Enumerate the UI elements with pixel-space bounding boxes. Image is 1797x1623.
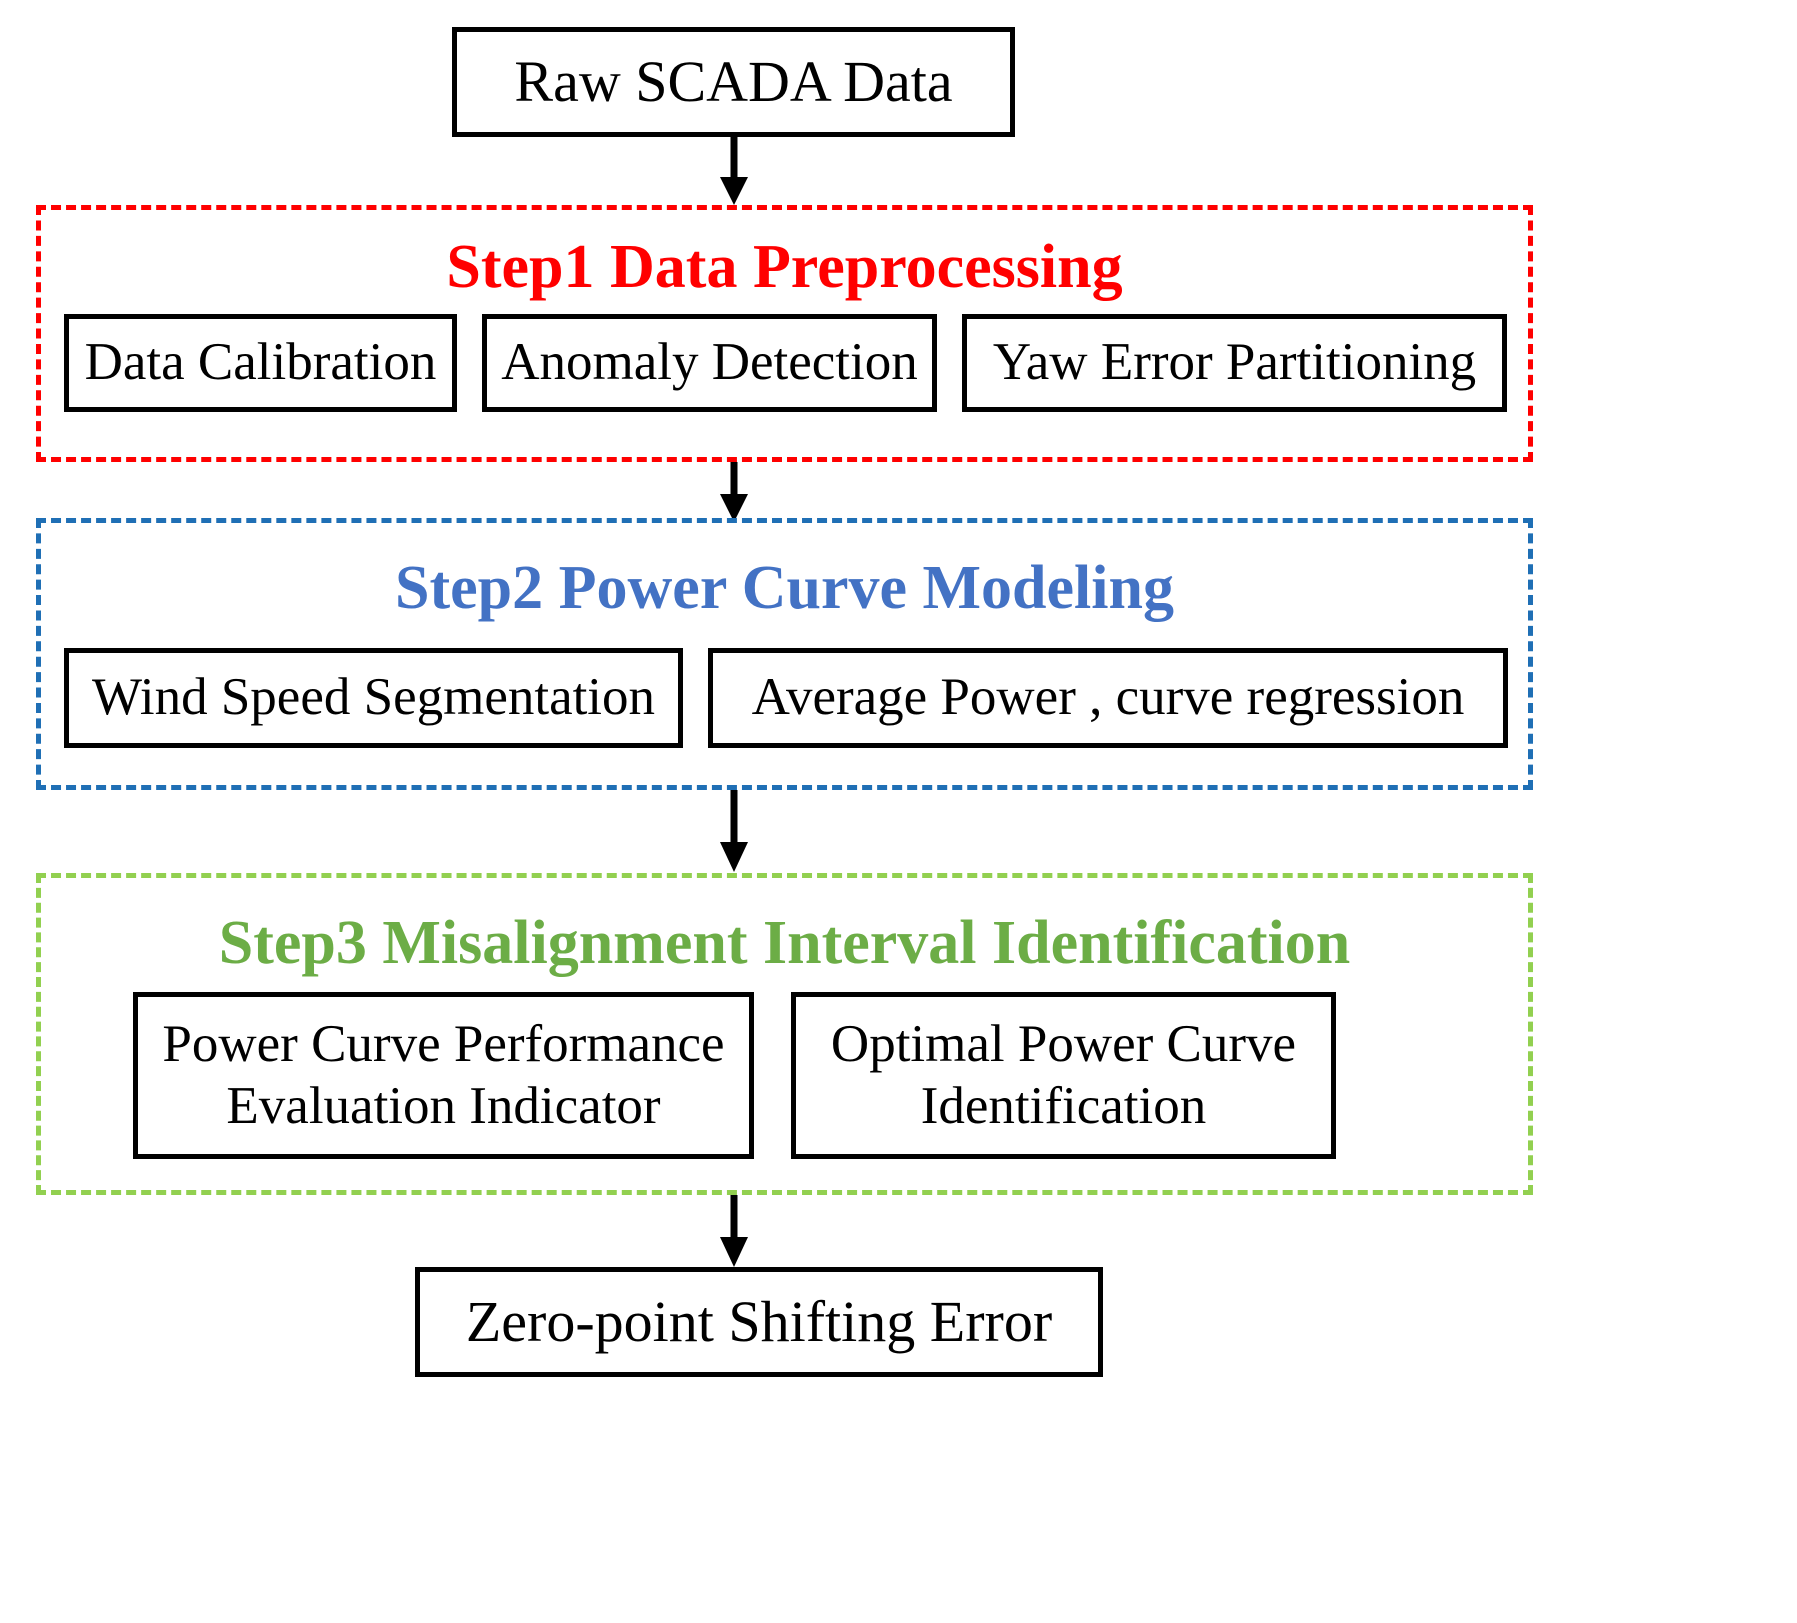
step1-box-anomaly-detection-label: Anomaly Detection xyxy=(501,333,918,392)
step1-box-data-calibration: Data Calibration xyxy=(64,314,457,412)
step3-box-optimal-power-curve-identification-label: Optimal Power Curve Identification xyxy=(830,1015,1297,1135)
step-group-step2: Step2 Power Curve Modeling Wind Speed Se… xyxy=(36,518,1533,790)
step1-box-data-calibration-label: Data Calibration xyxy=(84,333,437,392)
arrow-step3-to-result xyxy=(716,1195,752,1267)
step2-box-wind-speed-segmentation: Wind Speed Segmentation xyxy=(64,648,683,748)
node-zero-point-shifting-error-label: Zero-point Shifting Error xyxy=(465,1289,1053,1355)
arrow-step1-to-step2 xyxy=(716,462,752,522)
step1-box-yaw-error-partitioning-label: Yaw Error Partitioning xyxy=(992,333,1477,392)
step2-box-average-power-curve-regression: Average Power , curve regression xyxy=(708,648,1508,748)
step1-box-anomaly-detection: Anomaly Detection xyxy=(482,314,937,412)
step-group-step3: Step3 Misalignment Interval Identificati… xyxy=(36,873,1533,1195)
step3-box-power-curve-performance-evaluation-indicator: Power Curve Performance Evaluation Indic… xyxy=(133,992,754,1159)
step2-box-wind-speed-segmentation-label: Wind Speed Segmentation xyxy=(91,668,656,727)
node-raw-scada-data-label: Raw SCADA Data xyxy=(514,49,953,115)
arrow-raw-to-step1 xyxy=(716,137,752,205)
step1-box-yaw-error-partitioning: Yaw Error Partitioning xyxy=(962,314,1507,412)
node-zero-point-shifting-error: Zero-point Shifting Error xyxy=(415,1267,1103,1377)
node-raw-scada-data: Raw SCADA Data xyxy=(452,27,1015,137)
step-group-step1: Step1 Data Preprocessing Data Calibratio… xyxy=(36,205,1533,462)
arrow-step2-to-step3 xyxy=(716,790,752,872)
step1-title: Step1 Data Preprocessing xyxy=(446,233,1123,301)
step3-title: Step3 Misalignment Interval Identificati… xyxy=(218,909,1351,977)
step2-box-average-power-curve-regression-label: Average Power , curve regression xyxy=(751,668,1465,727)
step2-title: Step2 Power Curve Modeling xyxy=(395,554,1174,622)
step3-box-optimal-power-curve-identification: Optimal Power Curve Identification xyxy=(791,992,1336,1159)
step3-box-power-curve-performance-evaluation-indicator-label: Power Curve Performance Evaluation Indic… xyxy=(162,1015,725,1135)
